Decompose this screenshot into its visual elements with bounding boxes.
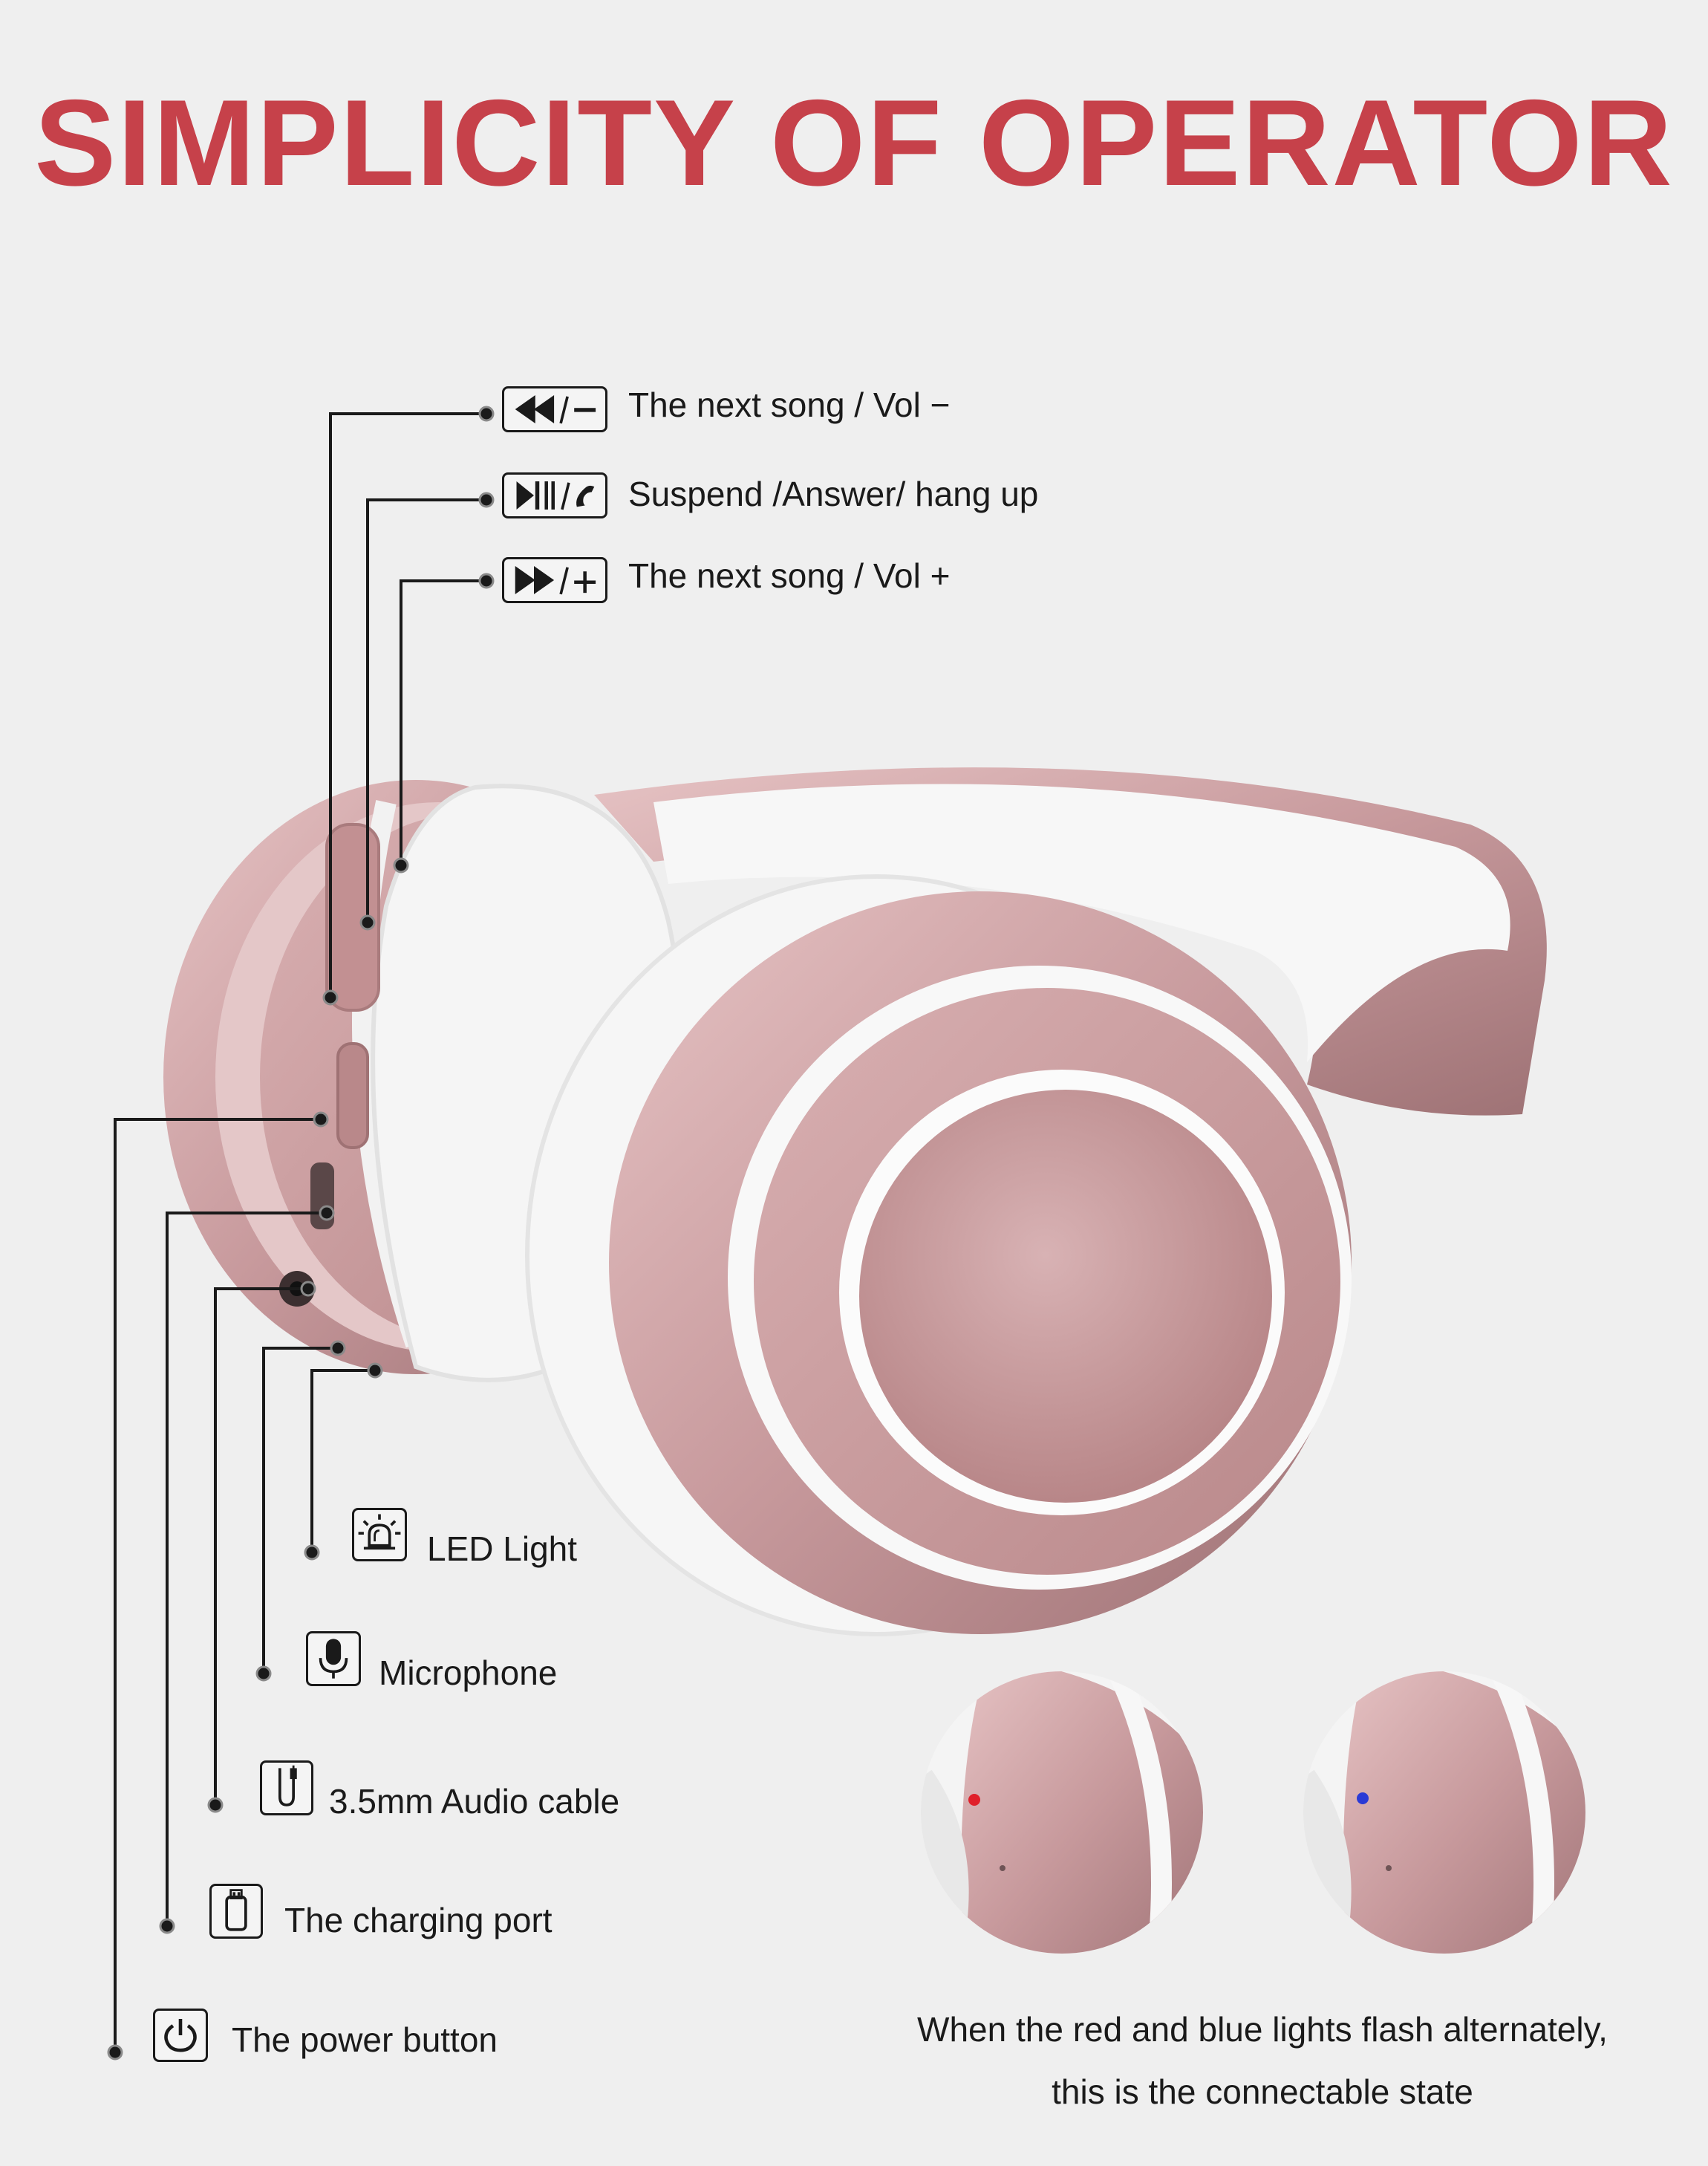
charging-port-icon [209, 1884, 263, 1939]
caption-line-2: this is the connectable state [1052, 2072, 1473, 2111]
right-ear-cup [525, 874, 1352, 1636]
led-light-icon [352, 1508, 407, 1561]
button-label-vol-plus: The next song / Vol + [628, 556, 951, 595]
caption-line-1: When the red and blue lights flash alter… [917, 2010, 1608, 2049]
forward-plus-icon [502, 557, 607, 603]
port-label-led: LED Light [427, 1529, 578, 1568]
audio-cable-icon [260, 1760, 313, 1815]
port-label-power: The power button [232, 2020, 498, 2059]
button-label-play-pause: Suspend /Answer/ hang up [628, 475, 1039, 513]
page-title: SIMPLICITY OF OPERATOR [34, 74, 1674, 211]
rewind-minus-icon [502, 386, 607, 432]
led-state-caption: When the red and blue lights flash alter… [854, 1998, 1671, 2123]
port-label-microphone: Microphone [379, 1653, 558, 1692]
microphone-icon [306, 1631, 361, 1686]
leader-lines [114, 412, 486, 2052]
leader-dots [107, 406, 495, 2061]
power-icon [153, 2009, 208, 2062]
led-red-detail [921, 1671, 1203, 1954]
red-led-dot [968, 1794, 980, 1806]
port-label-audio-cable: 3.5mm Audio cable [329, 1782, 620, 1821]
button-label-vol-minus: The next song / Vol − [628, 386, 951, 424]
headband [594, 767, 1547, 1116]
blue-led-dot [1357, 1792, 1369, 1804]
play-pause-phone-icon [502, 472, 607, 518]
port-label-charging: The charging port [284, 1901, 553, 1939]
led-blue-detail [1303, 1671, 1585, 1954]
